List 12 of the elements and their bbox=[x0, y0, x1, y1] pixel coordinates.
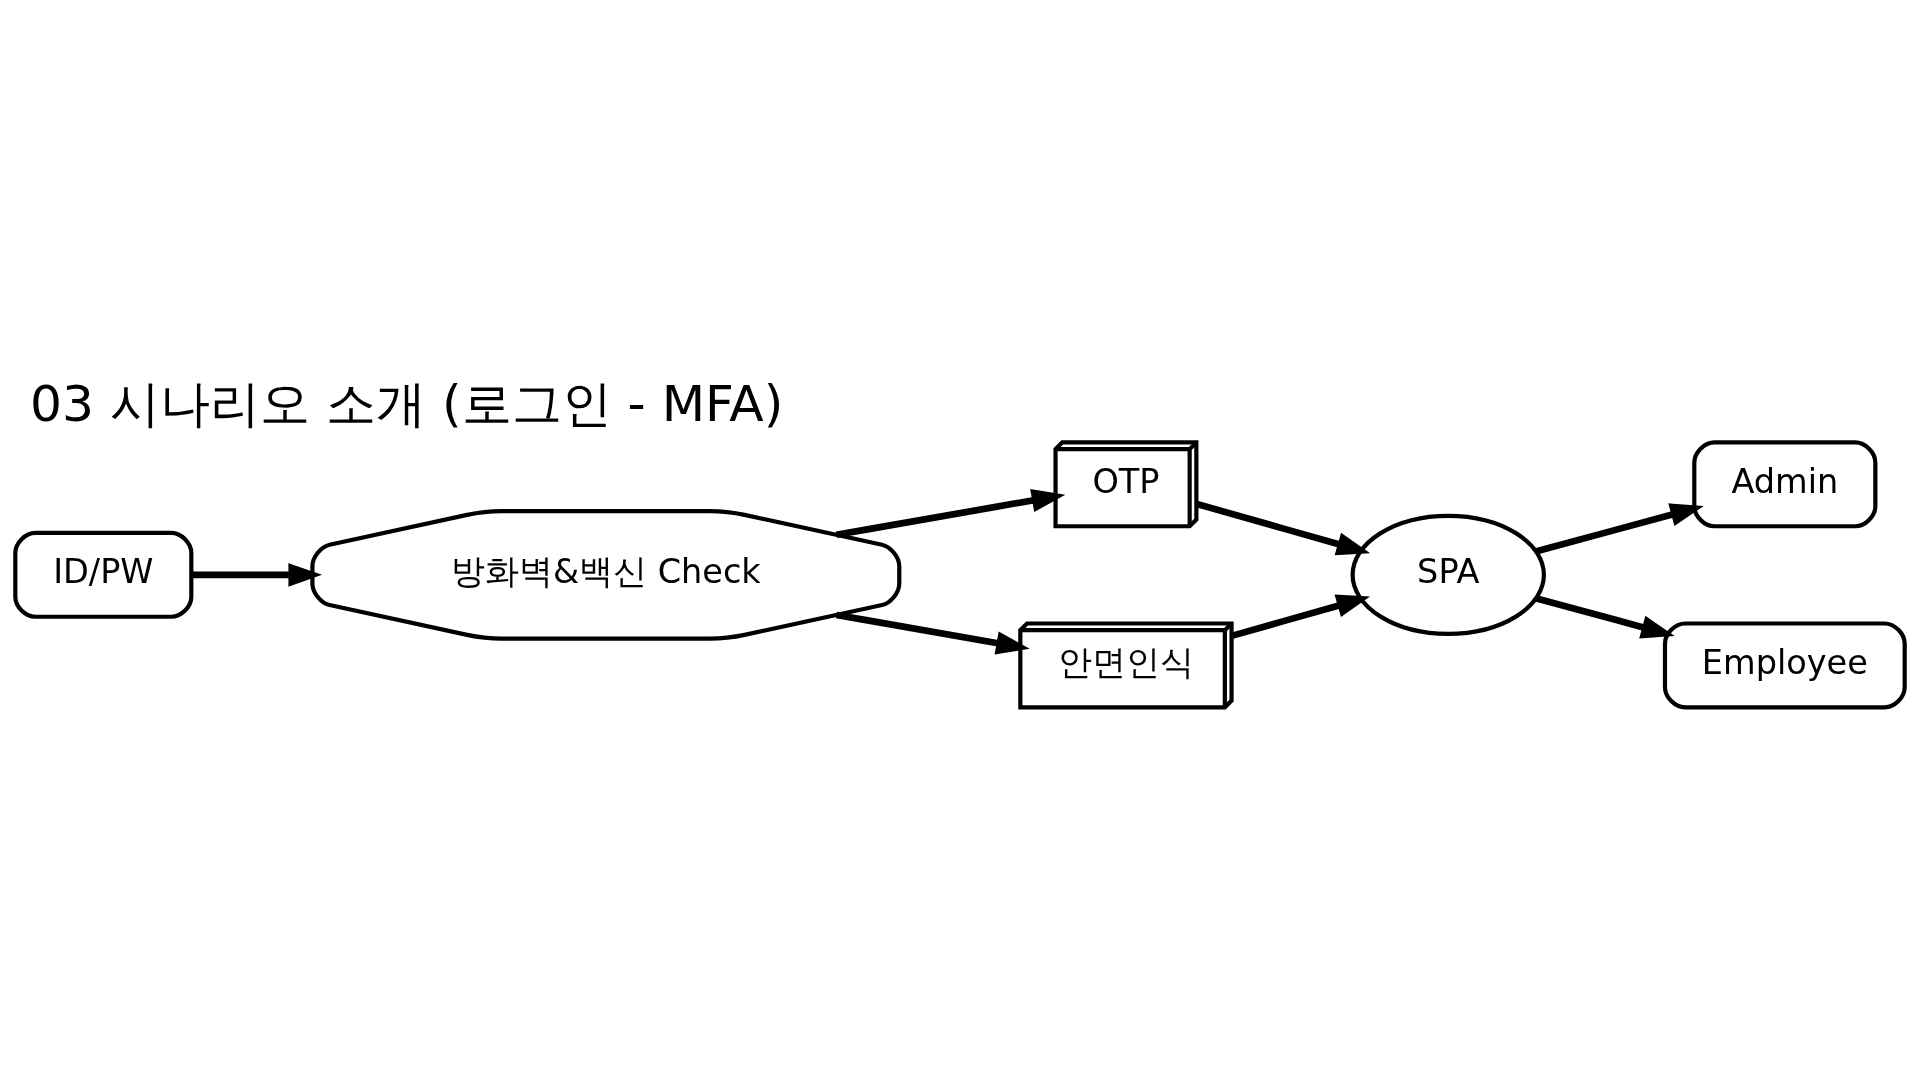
node-box: ID/PW bbox=[13, 530, 194, 619]
arrow bbox=[1535, 502, 1704, 555]
arrow bbox=[1195, 500, 1371, 555]
node-box: Admin bbox=[1692, 439, 1878, 528]
node-box: Employee bbox=[1662, 620, 1907, 709]
node-ellipse: SPA bbox=[1350, 513, 1546, 636]
arrow bbox=[1230, 593, 1371, 639]
arrow bbox=[191, 562, 323, 587]
diagram-title: 03 시나리오 소개 (로그인 - MFA) bbox=[30, 373, 784, 433]
arrow bbox=[835, 488, 1066, 538]
arrow bbox=[1535, 594, 1675, 638]
arrow bbox=[835, 611, 1030, 655]
